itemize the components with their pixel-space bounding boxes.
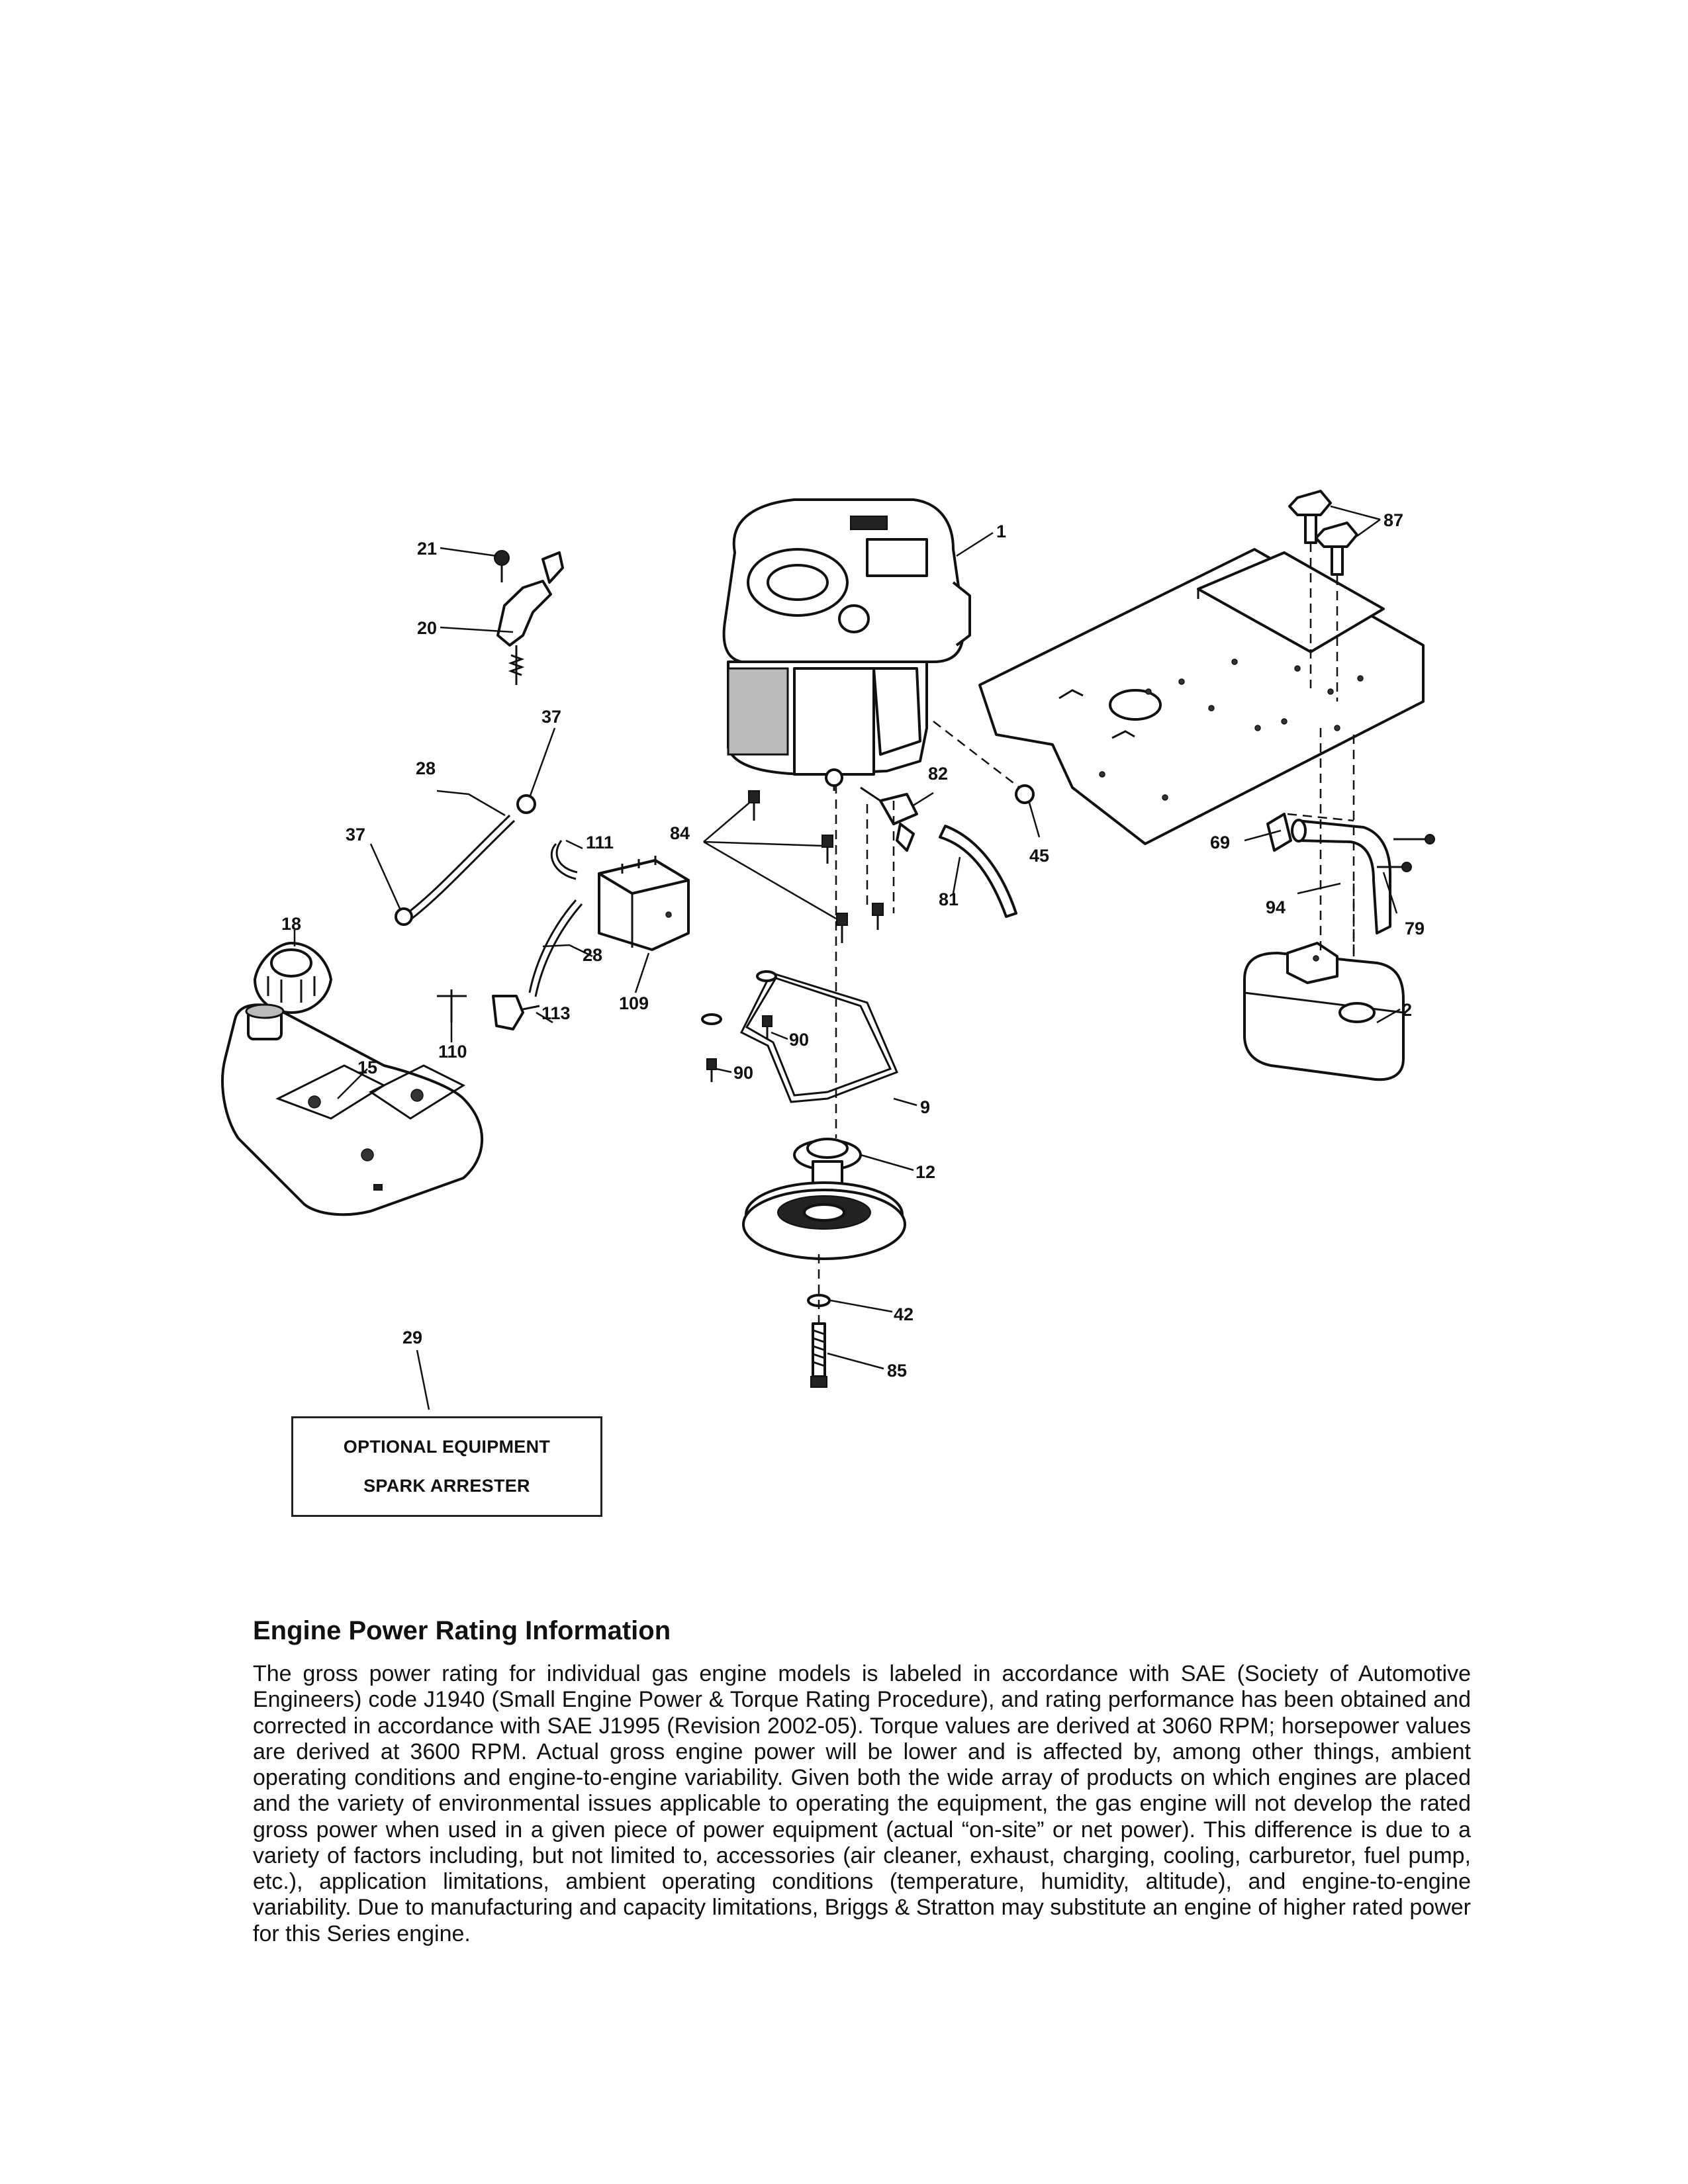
callout-94: 94 — [1266, 897, 1286, 917]
bracket-9 — [739, 972, 898, 1103]
connector-110 — [437, 989, 467, 1023]
callout-79: 79 — [1405, 919, 1425, 938]
callout-42: 42 — [894, 1304, 914, 1324]
spark-arrester-label: SPARK ARRESTER — [363, 1476, 530, 1496]
callout-69: 69 — [1210, 833, 1230, 852]
optional-equipment-label: OPTIONAL EQUIPMENT — [343, 1437, 551, 1457]
engine-bolts-84 — [748, 790, 884, 943]
callout-9: 9 — [920, 1097, 930, 1117]
callout-113: 113 — [541, 1003, 571, 1023]
engine-power-rating-section: Engine Power Rating Information The gros… — [253, 1615, 1471, 1947]
callout-18: 18 — [281, 914, 301, 934]
bolt-85 — [810, 1322, 827, 1388]
screw-21 — [494, 550, 510, 582]
callout-90: 90 — [733, 1063, 753, 1083]
callout-90: 90 — [789, 1030, 809, 1050]
section-heading: Engine Power Rating Information — [253, 1616, 671, 1645]
drain-hose-81 — [939, 825, 1017, 918]
gasket-69 — [1266, 813, 1292, 852]
screws-79 — [1377, 834, 1435, 872]
callout-45: 45 — [1029, 846, 1049, 866]
optional-equipment-box: OPTIONAL EQUIPMENT SPARK ARRESTER — [291, 1416, 602, 1517]
callout-110: 110 — [438, 1042, 467, 1062]
fuel-filter-109 — [598, 856, 690, 951]
callout-28: 28 — [416, 758, 436, 778]
callout-81: 81 — [939, 889, 959, 909]
engine — [722, 498, 971, 791]
callout-37: 37 — [346, 825, 365, 844]
callout-29: 29 — [402, 1328, 422, 1347]
muffler-2 — [1243, 942, 1405, 1081]
section-body: The gross power rating for individual ga… — [253, 1661, 1471, 1946]
callout-1: 1 — [996, 522, 1006, 541]
fuel-line-28-lower — [528, 899, 583, 997]
callout-87: 87 — [1383, 510, 1403, 530]
pulley-12 — [742, 1138, 906, 1260]
callout-37: 37 — [541, 707, 561, 727]
callout-111: 111 — [586, 833, 614, 852]
hose-clamp-37 — [395, 794, 536, 926]
bolts-90 — [701, 970, 777, 1082]
nut-45 — [1015, 784, 1035, 804]
throttle-control-assembly — [496, 551, 564, 685]
callout-28: 28 — [583, 945, 602, 965]
callout-20: 20 — [417, 618, 437, 638]
bolts-87 — [1288, 490, 1358, 576]
callout-15: 15 — [357, 1058, 377, 1077]
callout-84: 84 — [670, 823, 690, 843]
oil-drain-valve-82 — [860, 786, 918, 852]
fuel-line-28-upper — [406, 814, 516, 920]
callout-12: 12 — [915, 1162, 935, 1182]
fuel-tank-15 — [221, 1003, 484, 1216]
frame-chassis — [978, 548, 1425, 845]
callout-2: 2 — [1402, 1000, 1412, 1020]
callout-109: 109 — [619, 993, 649, 1013]
exhaust-pipe-94 — [1291, 819, 1391, 934]
fuel-line-111 — [550, 840, 578, 880]
callout-21: 21 — [417, 539, 437, 559]
callout-82: 82 — [928, 764, 948, 784]
callout-85: 85 — [887, 1361, 907, 1381]
fuel-cap-18 — [254, 942, 332, 1014]
shutoff-valve-113 — [492, 995, 540, 1030]
